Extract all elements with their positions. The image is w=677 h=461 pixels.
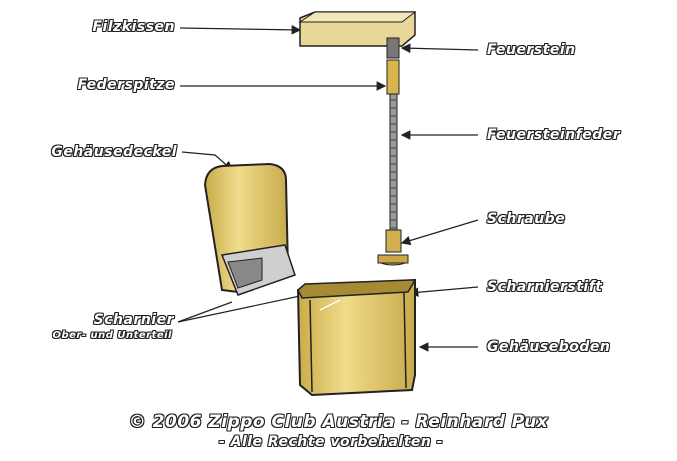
label-gehaeusedeckel: Gehäusedeckel xyxy=(51,144,177,160)
label-scharnierstift: Scharnierstift xyxy=(487,279,603,295)
label-schraube: Schraube xyxy=(487,211,566,227)
lid-drawing xyxy=(203,162,296,296)
spring-tip-drawing xyxy=(386,59,400,95)
felt-pad-drawing xyxy=(298,11,417,47)
leader-lines xyxy=(177,25,479,352)
label-feuersteinfeder: Feuersteinfeder xyxy=(487,127,621,143)
label-gehaeuseboden: Gehäuseboden xyxy=(487,339,611,355)
label-scharnier-sub: Ober- und Unterteil xyxy=(52,330,172,341)
label-scharnier: Scharnier xyxy=(93,312,174,328)
label-feuerstein: Feuerstein xyxy=(487,42,576,58)
screw-drawing xyxy=(377,229,409,266)
footer-copyright: © 2006 Zippo Club Austria - Reinhard Pux xyxy=(128,412,549,432)
flint-drawing xyxy=(386,37,400,59)
flint-spring-drawing xyxy=(389,93,398,235)
case-bottom-drawing xyxy=(296,278,417,397)
label-filzkissen: Filzkissen xyxy=(92,19,175,35)
label-federspitze: Federspitze xyxy=(77,77,175,93)
footer-rights: - Alle Rechte vorbehalten - xyxy=(218,434,444,450)
